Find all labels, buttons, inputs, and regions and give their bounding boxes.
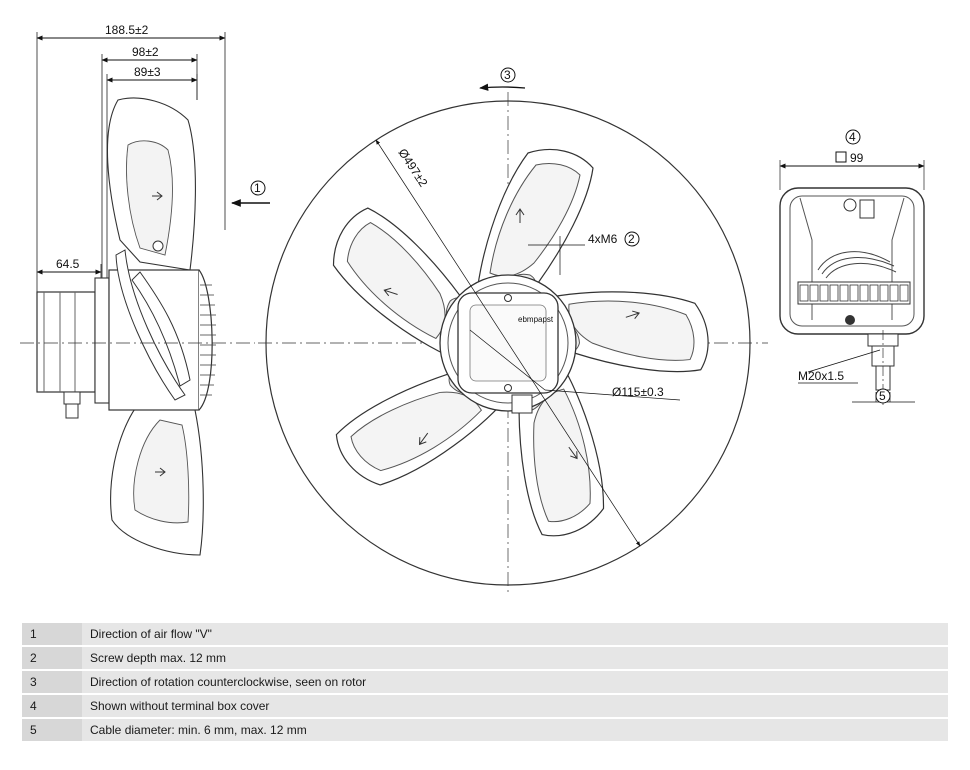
dim-outer-diameter-label: Ø497±2: [395, 146, 430, 190]
legend-number: 4: [22, 695, 82, 717]
legend-row: 2 Screw depth max. 12 mm: [22, 647, 948, 669]
legend-row: 1 Direction of air flow "V": [22, 623, 948, 645]
dim-motor-offset-label: 64.5: [56, 257, 80, 271]
legend-row: 3 Direction of rotation counterclockwise…: [22, 671, 948, 693]
legend-number: 1: [22, 623, 82, 645]
legend-text: Shown without terminal box cover: [82, 695, 948, 717]
svg-text:5: 5: [879, 389, 886, 403]
legend-number: 5: [22, 719, 82, 741]
legend-text: Cable diameter: min. 6 mm, max. 12 mm: [82, 719, 948, 741]
dim-hub-diameter-label: Ø115±0.3: [612, 385, 664, 399]
hub-brand-label: ebmpapst: [518, 315, 554, 324]
side-view: 188.5±2 98±2 89±3 64.5: [20, 23, 255, 556]
rotation-arrow-icon: [479, 83, 526, 91]
dim-outer-diameter-line: [375, 139, 641, 547]
legend-text: Direction of rotation counterclockwise, …: [82, 671, 948, 693]
side-terminal-box: [36, 291, 96, 393]
mounting-thread-label: 4xM6: [588, 232, 618, 246]
svg-text:3: 3: [504, 68, 511, 82]
dim-overall-depth-label: 188.5±2: [105, 23, 149, 37]
dim-blade-depth-label: 89±3: [134, 65, 161, 79]
callout-1: 1: [231, 180, 270, 207]
technical-drawing: 188.5±2 98±2 89±3 64.5: [20, 23, 925, 595]
svg-text:4: 4: [849, 130, 856, 144]
dim-hub-depth-label: 98±2: [132, 45, 159, 59]
svg-text:1: 1: [254, 181, 261, 195]
legend-number: 3: [22, 671, 82, 693]
svg-text:2: 2: [628, 232, 635, 246]
legend-text: Direction of air flow "V": [82, 623, 948, 645]
square-symbol-icon: [835, 151, 847, 163]
legend-text: Screw depth max. 12 mm: [82, 647, 948, 669]
front-view: 3 ebmpapst Ø115±0.3 Ø497±2 4xM6 2: [258, 67, 768, 595]
terminal-box-view: 4 99 M20x1.5: [779, 129, 925, 405]
cable-gland-label: M20x1.5: [798, 369, 844, 383]
dim-box-size-label: 99: [850, 151, 864, 165]
legend-row: 4 Shown without terminal box cover: [22, 695, 948, 717]
legend-number: 2: [22, 647, 82, 669]
fan-outer-ring: [265, 100, 751, 586]
legend-table: 1 Direction of air flow "V" 2 Screw dept…: [22, 621, 948, 743]
legend-row: 5 Cable diameter: min. 6 mm, max. 12 mm: [22, 719, 948, 741]
